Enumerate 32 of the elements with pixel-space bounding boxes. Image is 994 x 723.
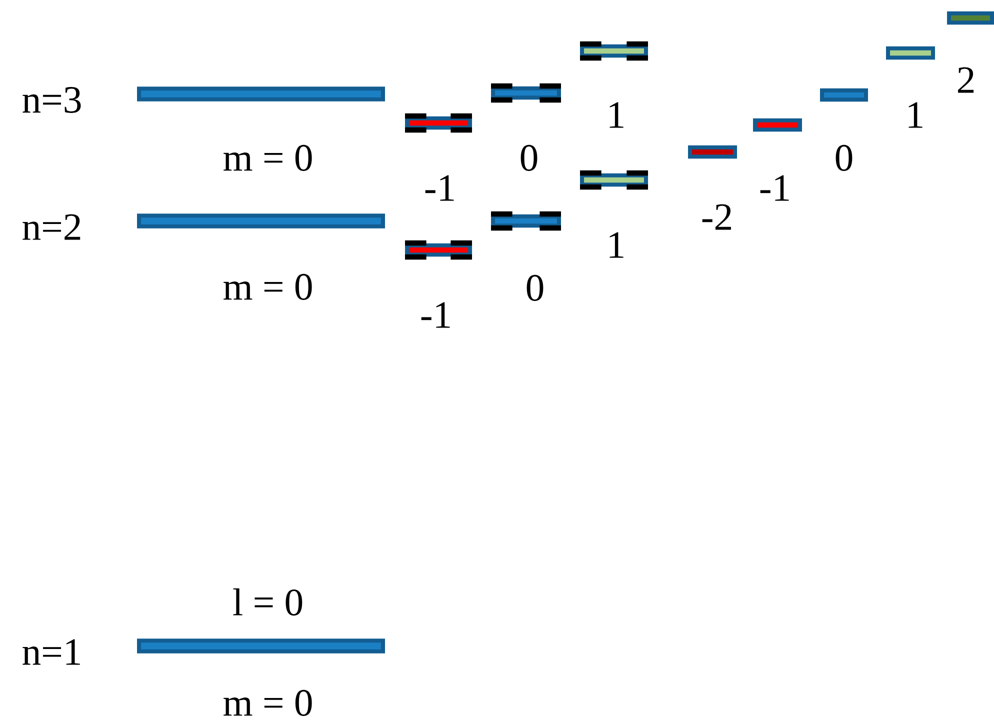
energy-level-bar: [405, 113, 472, 133]
energy-level-bar: [137, 86, 385, 102]
level-label: 0: [526, 274, 544, 302]
level-label: -1: [760, 175, 789, 201]
energy-level-bar: [580, 41, 648, 61]
level-label: 1: [610, 102, 624, 128]
level-label: 2: [958, 67, 974, 93]
energy-level-bar: [137, 638, 385, 654]
energy-level-bar: [580, 170, 648, 190]
level-label: 0: [520, 144, 538, 172]
level-label: -2: [702, 204, 731, 230]
level-label: m = 0: [224, 274, 312, 300]
level-label: m = 0: [224, 690, 312, 716]
energy-level-bar: [947, 11, 994, 25]
energy-level-bar: [820, 88, 868, 102]
energy-level-bar: [688, 145, 738, 159]
level-label: 1: [610, 232, 624, 258]
level-label: n=3: [22, 87, 81, 113]
energy-level-bar: [491, 83, 561, 103]
level-label: 0: [836, 144, 852, 172]
energy-level-bar: [137, 214, 385, 228]
energy-level-bar: [405, 240, 472, 260]
energy-level-bar: [753, 118, 802, 132]
energy-level-bar: [886, 46, 936, 60]
level-label: 1: [908, 102, 922, 128]
level-label: m = 0: [224, 144, 312, 172]
level-label: n=1: [22, 639, 80, 665]
level-label: l = 0: [233, 588, 302, 616]
level-label: -1: [425, 175, 454, 201]
energy-level-bar: [491, 211, 561, 231]
level-label: n=2: [22, 214, 80, 240]
level-label: -1: [421, 302, 450, 328]
